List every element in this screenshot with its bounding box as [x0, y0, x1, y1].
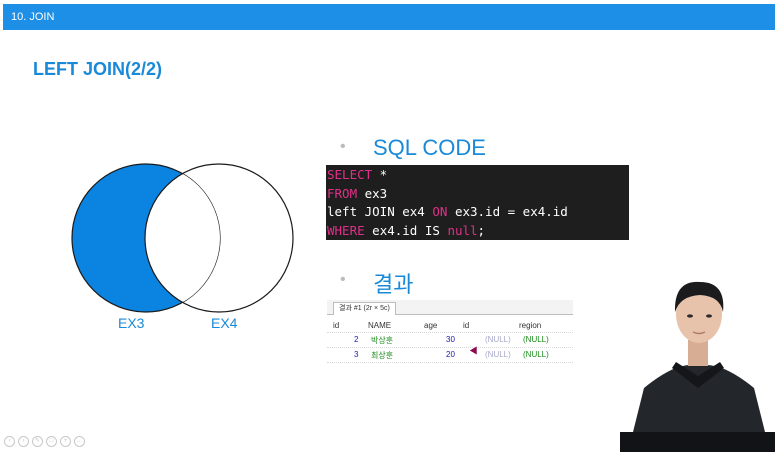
- section-title: 10. JOIN: [11, 11, 55, 23]
- sql-keyword: ON: [432, 204, 448, 219]
- sql-code-heading: SQL CODE: [373, 135, 486, 160]
- venn-label-ex3: EX3: [118, 315, 145, 331]
- sql-text: *: [372, 167, 388, 182]
- table-cell: 박상훈: [371, 336, 394, 345]
- table-header-row: id NAME age id region: [327, 318, 573, 333]
- sql-code-block: SELECT * FROM ex3 left JOIN ex4 ON ex3.i…: [326, 165, 629, 240]
- table-cell: (NULL): [485, 350, 511, 359]
- result-grid-panel: 결과 #1 (2r × 5c) id NAME age id region 2 …: [327, 300, 573, 372]
- table-cell: 2: [354, 335, 359, 344]
- bullet-dot: •: [340, 138, 346, 155]
- table-cell: (NULL): [523, 335, 549, 344]
- table-cell: (NULL): [523, 350, 549, 359]
- presenter-video: [620, 270, 775, 452]
- pen-icon[interactable]: ✎: [32, 436, 43, 447]
- view-icon[interactable]: □: [46, 436, 57, 447]
- table-cell: 20: [446, 350, 455, 359]
- prev-slide-icon[interactable]: ‹: [4, 436, 15, 447]
- sql-text: ex3.id = ex4.id: [447, 204, 568, 219]
- result-tab[interactable]: 결과 #1 (2r × 5c): [333, 302, 396, 315]
- bullet-dot: •: [340, 271, 346, 288]
- sql-text: ex4.id IS: [364, 222, 448, 238]
- table-cell: 30: [446, 335, 455, 344]
- result-tabstrip: 결과 #1 (2r × 5c): [327, 300, 573, 315]
- result-table: id NAME age id region 2 박상훈 30 (NULL) (N…: [327, 318, 573, 363]
- slide-nav-controls: ‹ › ✎ □ + …: [4, 436, 85, 447]
- table-row[interactable]: 3 최상훈 20 (NULL) (NULL): [327, 348, 573, 363]
- result-heading: 결과: [373, 272, 414, 297]
- sql-text: left JOIN ex4: [327, 204, 433, 219]
- more-icon[interactable]: …: [74, 436, 85, 447]
- column-header[interactable]: age: [424, 321, 438, 330]
- zoom-icon[interactable]: +: [60, 436, 71, 447]
- sql-keyword: WHERE: [327, 222, 365, 238]
- venn-label-ex4: EX4: [211, 315, 238, 331]
- table-cell: 3: [354, 350, 359, 359]
- slide-title: LEFT JOIN(2/2): [33, 59, 163, 79]
- column-header[interactable]: id: [333, 321, 340, 330]
- slide-header-bar: 10. JOIN: [3, 4, 775, 30]
- table-cell: (NULL): [485, 335, 511, 344]
- venn-circle-ex4: [144, 163, 294, 313]
- column-header[interactable]: NAME: [368, 321, 392, 330]
- sql-text: ;: [477, 222, 486, 238]
- sql-keyword: SELECT: [327, 167, 373, 182]
- table-row[interactable]: 2 박상훈 30 (NULL) (NULL): [327, 333, 573, 348]
- table-cell: 최상훈: [371, 351, 394, 360]
- sql-text: ex3: [357, 185, 388, 201]
- column-header[interactable]: id: [463, 321, 470, 330]
- next-slide-icon[interactable]: ›: [18, 436, 29, 447]
- column-header[interactable]: region: [519, 321, 542, 330]
- sql-keyword: null: [447, 222, 478, 238]
- sql-keyword: FROM: [327, 185, 358, 201]
- venn-intersection: [145, 164, 220, 312]
